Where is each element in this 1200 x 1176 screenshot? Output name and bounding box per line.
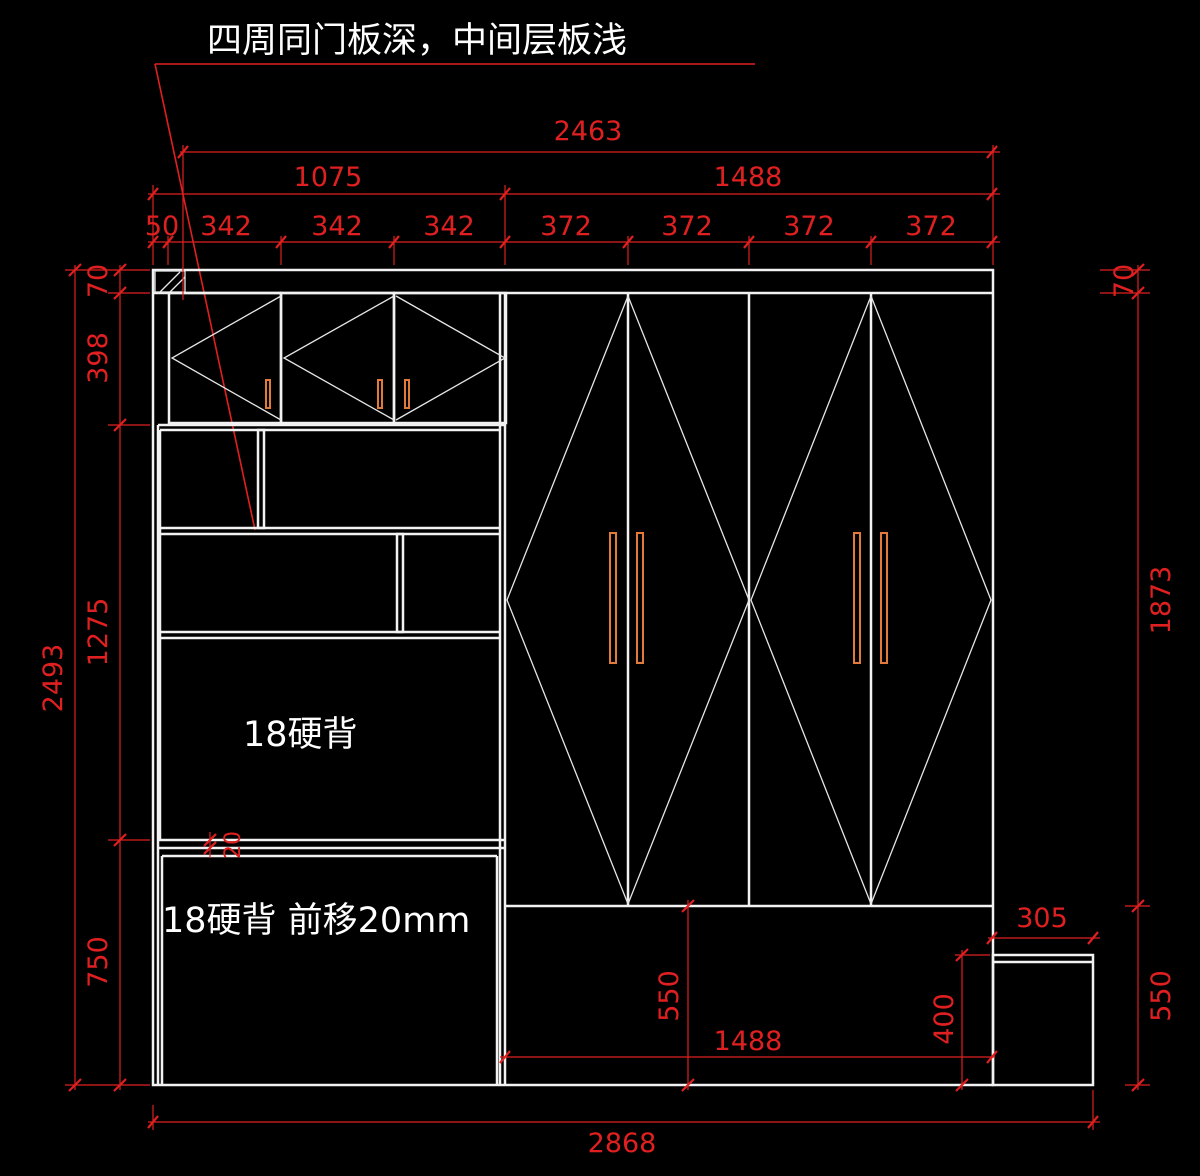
dim-seg-372: 372 (540, 211, 592, 242)
dimension-bottom (147, 1090, 1100, 1130)
dim-bench-height: 400 (929, 993, 960, 1045)
dim-drawer-height: 550 (654, 970, 685, 1022)
bench (991, 953, 1095, 1087)
dim-left-section: 1075 (294, 162, 363, 193)
dim-right-top: 70 (1109, 264, 1140, 298)
dim-seg-372: 372 (783, 211, 835, 242)
left-open-shelves (156, 423, 505, 1085)
label-upper-back: 18硬背 (243, 715, 358, 755)
dim-right-wardrobe: 1873 (1146, 566, 1177, 635)
dim-left-top: 70 (83, 264, 114, 298)
dim-left-total-height: 2493 (38, 644, 69, 713)
wardrobe-doors (505, 293, 993, 908)
label-lower-back: 18硬背 前移20mm (162, 901, 470, 941)
dim-left-bottom: 750 (83, 936, 114, 988)
wardrobe-handle (853, 532, 861, 664)
dim-left-upper-cab: 398 (83, 332, 114, 384)
wardrobe-handle (880, 532, 888, 664)
cabinet-body (151, 268, 995, 1087)
dim-total-upper: 2463 (554, 116, 623, 147)
dim-seg-342: 342 (423, 211, 475, 242)
dim-seg-342: 342 (200, 211, 252, 242)
dim-seg-372: 372 (905, 211, 957, 242)
wardrobe-handle (636, 532, 644, 664)
dim-left-middle: 1275 (83, 598, 114, 667)
dim-seg-372: 372 (661, 211, 713, 242)
dim-drawer-width: 1488 (714, 1026, 783, 1057)
note-top: 四周同门板深，中间层板浅 (207, 21, 627, 61)
dim-seg-342: 342 (311, 211, 363, 242)
wardrobe-handle (609, 532, 617, 664)
dim-shelf-step: 20 (221, 831, 246, 859)
dim-bench-width: 305 (1016, 903, 1068, 934)
upper-left-doors (167, 291, 508, 425)
dimension-chains-right (499, 263, 1150, 1092)
dimension-chains-left (65, 263, 217, 1092)
dim-right-section: 1488 (714, 162, 783, 193)
dim-total-width: 2868 (588, 1128, 657, 1159)
dimension-chains-top (147, 145, 1000, 300)
note-leader-line (154, 63, 256, 531)
dim-right-base: 550 (1146, 970, 1177, 1022)
dim-seg-50: 50 (145, 211, 179, 242)
